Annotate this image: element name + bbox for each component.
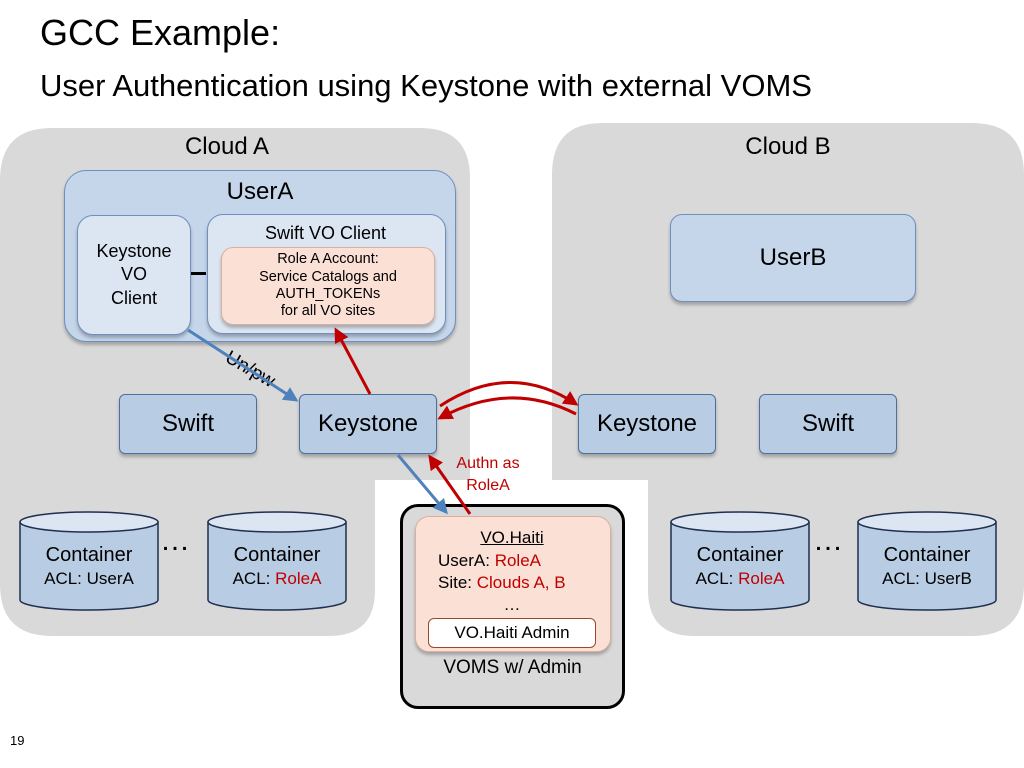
vo-haiti-user: UserA: RoleA (438, 551, 541, 571)
vo-site-prefix: Site: (438, 573, 477, 592)
account-line4: for all VO sites (280, 303, 376, 320)
vo-haiti-more: … (503, 595, 521, 614)
container-b1: Container ACL: RoleA (671, 543, 809, 589)
slide-subtitle: User Authentication using Keystone with … (40, 68, 812, 103)
account-line2: Service Catalogs and (259, 268, 397, 285)
container-b2-acl: ACL: UserB (858, 568, 996, 589)
container-a1-acl-prefix: ACL: (44, 569, 87, 588)
page-number: 19 (10, 733, 25, 748)
vo-haiti-name: VO.Haiti (480, 528, 544, 547)
cloud-a-label: Cloud A (184, 133, 270, 160)
container-b1-acl: ACL: RoleA (671, 568, 809, 589)
role-a-account: Role A Account: Service Catalogs and AUT… (221, 247, 435, 325)
voms-label: VOMS w/ Admin (443, 657, 582, 678)
vo-user-prefix: UserA: (438, 551, 495, 570)
swift-vo-client-label: Swift VO Client (264, 223, 387, 243)
container-a2: Container ACL: RoleA (208, 543, 346, 589)
keystone-to-account-arrow (334, 327, 372, 395)
authn-line2: RoleA (466, 477, 510, 495)
container-a2-label: Container (233, 544, 321, 566)
cylinder-a1[interactable] (19, 511, 159, 611)
container-a2-acl-value: RoleA (275, 569, 322, 588)
container-b2: Container ACL: UserB (858, 543, 996, 589)
container-b2-acl-value: UserB (924, 569, 972, 588)
keystone-a-to-b-arrow (439, 381, 579, 408)
slide-title: GCC Example: (40, 12, 281, 53)
container-b2-acl-prefix: ACL: (882, 569, 925, 588)
container-a1-label: Container (45, 544, 133, 566)
container-a2-acl: ACL: RoleA (208, 568, 346, 589)
vo-haiti-site: Site: Clouds A, B (438, 573, 566, 593)
cloud-b-ellipsis: … (813, 524, 843, 557)
container-a1-acl-value: UserA (86, 569, 134, 588)
keystone-b-to-a-arrow (437, 396, 577, 420)
cylinder-b1[interactable] (670, 511, 810, 611)
cloud-b-label: Cloud B (745, 133, 831, 160)
container-a1: Container ACL: UserA (20, 543, 158, 589)
unpw-arrow (187, 328, 299, 402)
account-line3: AUTH_TOKENs (275, 286, 381, 302)
cloud-b-swift[interactable]: Swift (759, 394, 897, 454)
keystone-vo-client-line2: VO (120, 264, 147, 285)
cylinder-b2[interactable] (857, 511, 997, 611)
container-a2-acl-prefix: ACL: (232, 569, 276, 588)
cloud-a-keystone[interactable]: Keystone (299, 394, 437, 454)
container-b1-acl-prefix: ACL: (695, 569, 739, 588)
keystone-vo-client-line3: Client (110, 287, 158, 308)
authn-arrow (428, 454, 472, 515)
vo-site-value: Clouds A, B (476, 573, 566, 592)
keystone-vo-client-line1: Keystone (96, 240, 172, 261)
container-b2-label: Container (883, 544, 971, 566)
cloud-b-keystone[interactable]: Keystone (578, 394, 716, 454)
client-connector (191, 272, 206, 275)
vo-haiti-admin[interactable]: VO.Haiti Admin (428, 618, 596, 648)
cylinder-a2[interactable] (207, 511, 347, 611)
userb-box[interactable]: UserB (670, 214, 916, 302)
cloud-a-ellipsis: … (160, 524, 190, 557)
vo-user-value: RoleA (494, 551, 541, 570)
usera-label: UserA (226, 178, 294, 205)
container-b1-acl-value: RoleA (738, 569, 785, 588)
account-line1: Role A Account: (277, 251, 379, 268)
keystone-vo-client[interactable]: Keystone VO Client (77, 215, 191, 335)
container-b1-label: Container (696, 544, 784, 566)
authn-line1: Authn as (456, 455, 520, 472)
authn-label: Authn as RoleA (446, 453, 530, 498)
cloud-a-swift[interactable]: Swift (119, 394, 257, 454)
container-a1-acl: ACL: UserA (20, 568, 158, 589)
keystone-to-voms-arrow (396, 454, 448, 515)
